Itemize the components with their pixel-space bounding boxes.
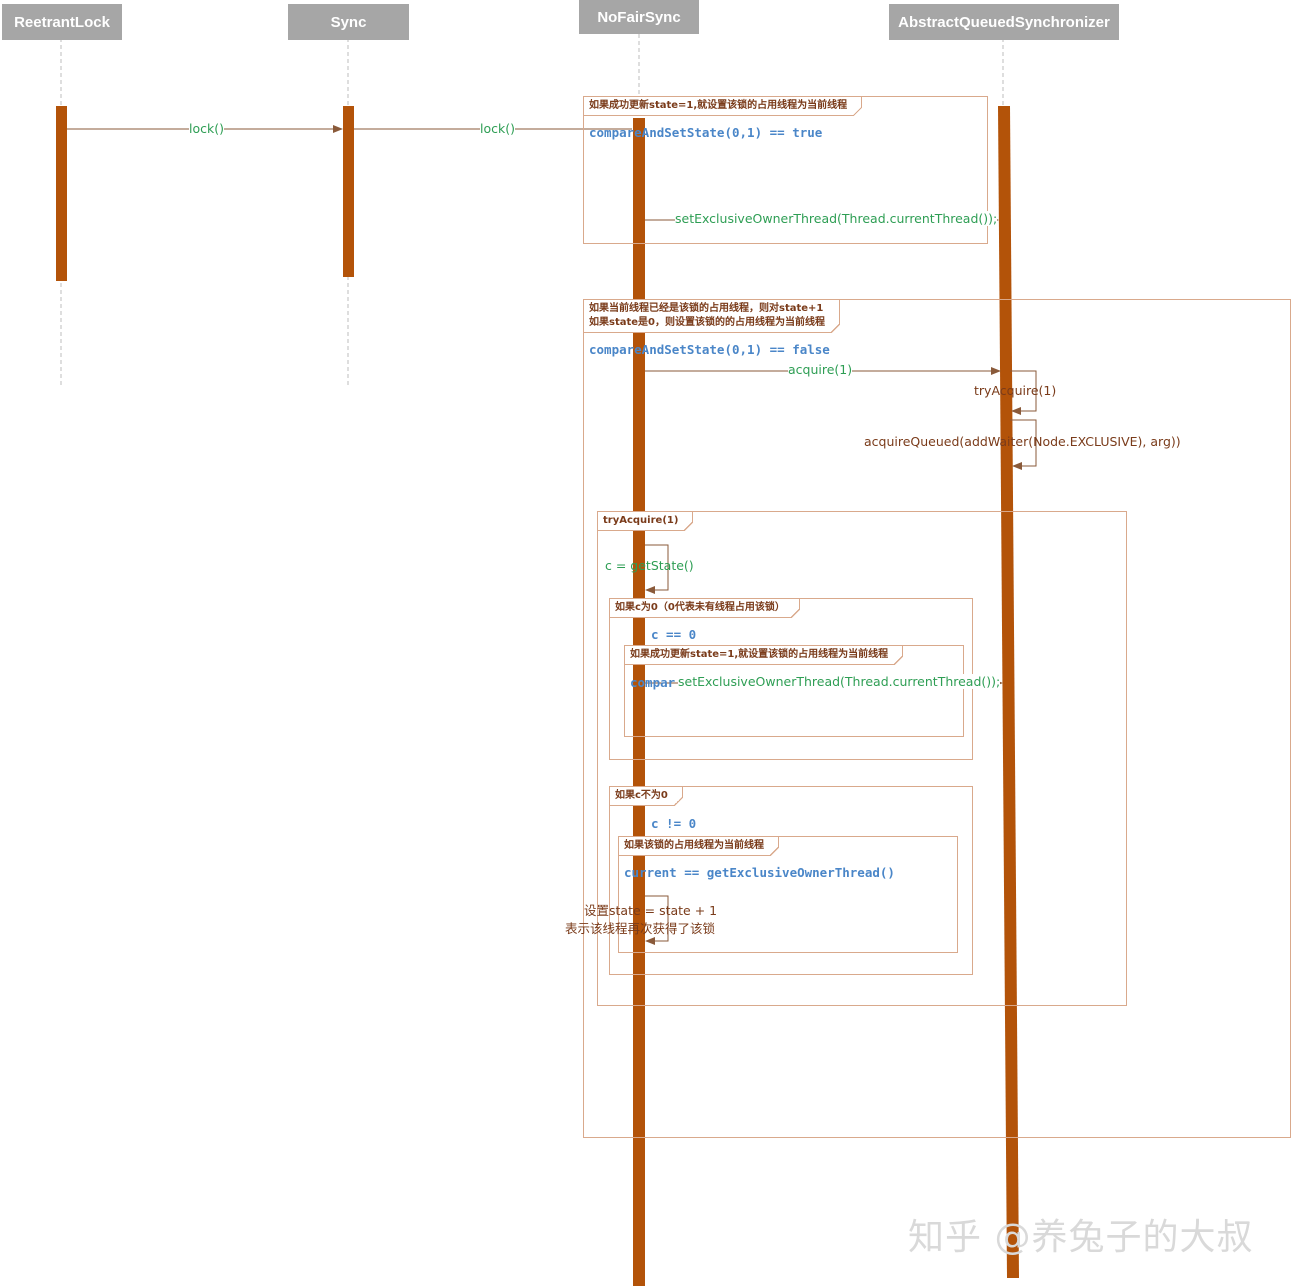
frame-tag: tryAcquire(1): [597, 511, 694, 531]
guard-owner-is-current: current == getExclusiveOwnerThread(): [624, 865, 895, 880]
frame-cas-true: 如果成功更新state=1,就设置该锁的占用线程为当前线程: [583, 96, 988, 244]
message-label-setstate-line-1: 设置state = state + 1: [584, 903, 718, 918]
frame-owner-is-current: 如果该锁的占用线程为当前线程: [618, 836, 958, 953]
message-label-getstate: c = getState(): [605, 558, 694, 573]
frame-tag: 如果c不为0: [609, 786, 683, 806]
frame-inner-cas-true: 如果成功更新state=1,就设置该锁的占用线程为当前线程: [624, 645, 964, 737]
watermark: 知乎 @养兔子的大叔: [908, 1217, 1254, 1258]
activation-nofair: [633, 118, 645, 1286]
activation-sync: [343, 106, 354, 277]
message-label-acquirequeued: acquireQueued(addWaiter(Node.EXCLUSIVE),…: [864, 434, 1181, 449]
guard-c-equals-zero: c == 0: [651, 627, 697, 642]
message-arrow-acquirequeued-self: [1010, 419, 1037, 470]
activation-reentrant: [56, 106, 67, 281]
lifeline-header-reentrantlock: ReetrantLock: [2, 4, 122, 40]
message-arrow-tryacquire-self: [1010, 370, 1037, 415]
activation-aqs: [998, 106, 1019, 1278]
frame-cas-false: 如果当前线程已经是该锁的占用线程，则对state+1 如果state是0，则设置…: [583, 299, 1291, 1138]
frame-tag: 如果c为0（0代表未有线程占用该锁）: [609, 598, 800, 618]
guard-cas-true: compareAndSetState(0,1) == true: [589, 125, 823, 140]
message-label-lock-1: lock(): [189, 121, 224, 136]
message-label-setowner-2: setExclusiveOwnerThread(Thread.currentTh…: [678, 674, 1001, 689]
message-label-lock-2: lock(): [480, 121, 515, 136]
frame-tag: 如果成功更新state=1,就设置该锁的占用线程为当前线程: [583, 96, 863, 116]
frame-tag: 如果成功更新state=1,就设置该锁的占用线程为当前线程: [624, 645, 904, 665]
guard-inner-cas: compar: [630, 675, 676, 690]
frame-tryacquire: tryAcquire(1): [597, 511, 1127, 1006]
message-label-acquire: acquire(1): [788, 362, 853, 377]
lifeline-header-aqs: AbstractQueuedSynchronizer: [889, 4, 1119, 40]
message-arrow-getstate-self: [645, 544, 669, 594]
lifeline-header-nofairsync: NoFairSync: [579, 0, 699, 34]
frame-tag-line-1: 如果当前线程已经是该锁的占用线程，则对state+1: [589, 303, 824, 314]
message-arrow-setstate-self: [645, 895, 669, 945]
frame-tag: 如果该锁的占用线程为当前线程: [618, 836, 779, 856]
message-label-tryacquire: tryAcquire(1): [974, 383, 1057, 398]
lifeline-header-sync: Sync: [288, 4, 409, 40]
message-label-setowner-1: setExclusiveOwnerThread(Thread.currentTh…: [675, 211, 998, 226]
frame-tag-line-2: 如果state是0，则设置该锁的的占用线程为当前线程: [589, 317, 826, 328]
frame-tag: 如果当前线程已经是该锁的占用线程，则对state+1 如果state是0，则设置…: [583, 299, 841, 333]
frame-c-not-zero: 如果c不为0: [609, 786, 973, 975]
guard-cas-false: compareAndSetState(0,1) == false: [589, 342, 830, 357]
guard-c-not-zero: c != 0: [651, 816, 697, 831]
message-label-setstate-line-2: 表示该线程再次获得了该锁: [565, 921, 716, 936]
